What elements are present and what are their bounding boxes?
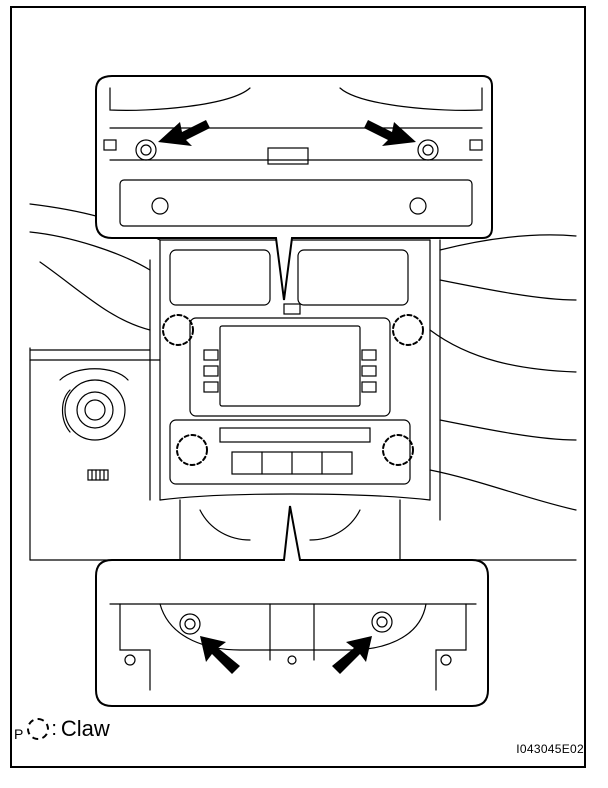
bolt-arrows xyxy=(158,120,416,674)
ignition-switch xyxy=(59,368,129,441)
claw-top-right xyxy=(392,314,424,346)
legend-prefix: P xyxy=(14,726,24,742)
figure-code: I043045E02 xyxy=(516,742,584,756)
claw-legend-icon xyxy=(27,718,50,740)
bottom-detail-callout xyxy=(95,505,489,707)
small-vent xyxy=(87,469,109,481)
arrow-bottom-left xyxy=(200,636,240,674)
legend: P : Claw xyxy=(14,716,110,742)
legend-label: Claw xyxy=(60,716,110,741)
dashboard-outline xyxy=(29,203,577,561)
claw-markers xyxy=(162,314,424,466)
top-detail-callout xyxy=(95,75,493,301)
arrow-bottom-right xyxy=(332,636,372,674)
claw-bottom-right xyxy=(382,434,414,466)
legend-separator: : xyxy=(51,717,57,740)
center-cluster xyxy=(159,239,431,561)
claw-bottom-left xyxy=(176,434,208,466)
arrow-top-right xyxy=(364,120,416,146)
claw-top-left xyxy=(162,314,194,346)
arrow-top-left xyxy=(158,120,210,146)
figure-frame xyxy=(10,6,586,768)
